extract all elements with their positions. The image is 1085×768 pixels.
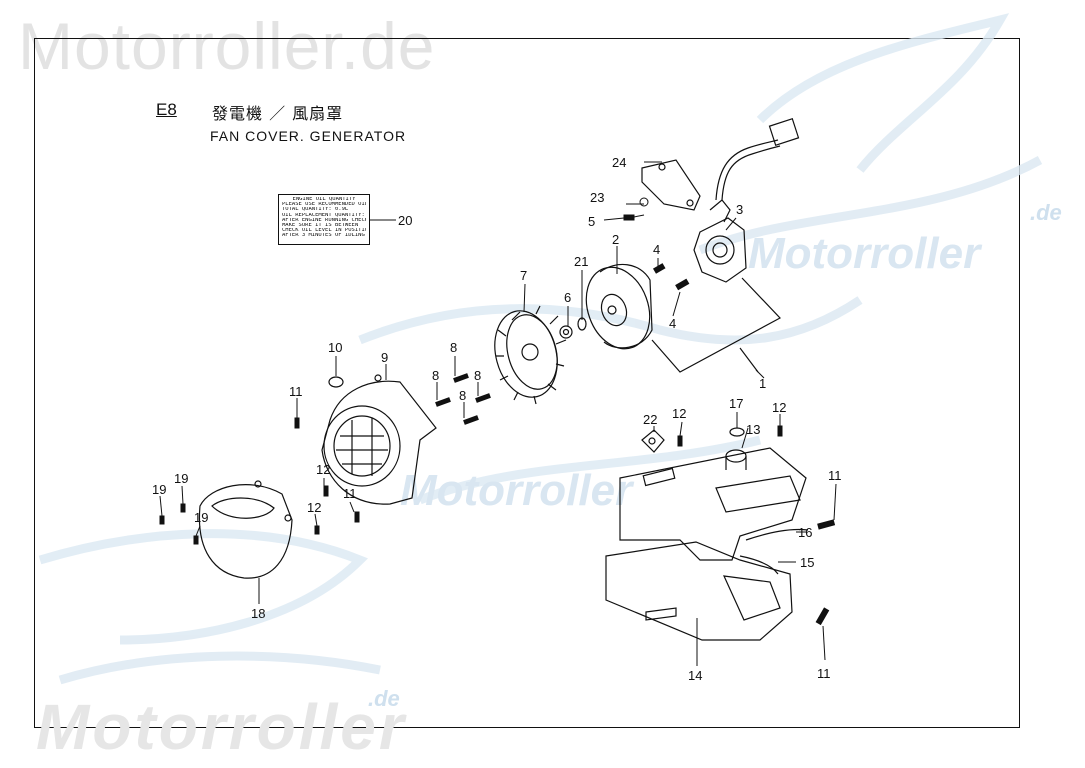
cooling-fan-part bbox=[494, 305, 567, 405]
callout-number: 22 bbox=[643, 412, 657, 427]
screw-part bbox=[777, 425, 783, 437]
watermark-side: Motorroller bbox=[748, 229, 983, 278]
watermark-bottom: Motorroller bbox=[36, 691, 407, 763]
diagram-frame bbox=[34, 38, 1020, 728]
bolt-part bbox=[453, 373, 469, 383]
callout-number: 6 bbox=[564, 290, 571, 305]
callout-number: 9 bbox=[381, 350, 388, 365]
callout-number: 4 bbox=[669, 316, 676, 331]
screw-part bbox=[323, 485, 329, 497]
watermark-top: Motorroller.de bbox=[18, 9, 436, 83]
callout-number: 8 bbox=[459, 388, 466, 403]
lower-shroud-part bbox=[605, 541, 793, 641]
callout-number: 12 bbox=[307, 500, 321, 515]
oil-label-line: TOTAL QUANTITY: 0.9L bbox=[282, 207, 349, 213]
screw-part bbox=[159, 515, 165, 525]
bolt-part bbox=[435, 397, 451, 407]
screw-part bbox=[677, 435, 683, 447]
callout-number: 10 bbox=[328, 340, 342, 355]
section-subtitle: FAN COVER. GENERATOR bbox=[210, 128, 407, 144]
callout-number: 21 bbox=[574, 254, 588, 269]
callout-number: 16 bbox=[798, 525, 812, 540]
callout-number: 8 bbox=[450, 340, 457, 355]
watermark-side-suffix: .de bbox=[1030, 200, 1062, 225]
callout-number: 12 bbox=[772, 400, 786, 415]
callout-number: 11 bbox=[343, 486, 357, 501]
watermark-swooshes bbox=[38, 13, 1043, 685]
callout-number: 13 bbox=[746, 422, 760, 437]
callout-number: 19 bbox=[152, 482, 166, 497]
screw-part bbox=[180, 503, 186, 513]
oil-label-line: OIL REPLACEMENT QUANTITY: 0.8L bbox=[282, 212, 366, 218]
bolt-part bbox=[623, 214, 645, 221]
bolt-part bbox=[475, 393, 491, 403]
washer-part bbox=[639, 197, 649, 207]
oil-label-line: AFTER ENGINE RUNNING CHECK OIL LEVEL bbox=[282, 217, 366, 223]
callout-number: 3 bbox=[736, 202, 743, 217]
callout-number: 19 bbox=[194, 510, 208, 525]
callout-number: 11 bbox=[817, 666, 831, 681]
callout-number: 19 bbox=[174, 471, 188, 486]
nut-part bbox=[559, 325, 573, 339]
screw-part bbox=[314, 525, 320, 535]
oil-label-line: ENGINE OIL QUANTITY bbox=[292, 197, 356, 202]
bolt-part bbox=[815, 607, 830, 626]
bracket-part bbox=[641, 159, 701, 211]
clamp-part bbox=[641, 429, 665, 453]
callout-number: 2 bbox=[612, 232, 619, 247]
watermark-mid: Motorroller bbox=[400, 466, 635, 515]
leader-lines bbox=[159, 161, 837, 666]
callout-number: 23 bbox=[590, 190, 604, 205]
oil-label-line: PLEASE USE RECOMMENDED OIL (SAE 10W40) bbox=[282, 202, 366, 208]
screw-part bbox=[294, 417, 300, 429]
callout-number: 8 bbox=[432, 368, 439, 383]
wire-clip-part bbox=[739, 528, 809, 575]
callout-number: 20 bbox=[398, 213, 412, 228]
callout-number: 14 bbox=[688, 668, 702, 683]
callout-number: 17 bbox=[729, 396, 743, 411]
watermark-bottom-suffix: .de bbox=[368, 686, 400, 711]
section-title-cn: 發電機 ／ 風扇罩 bbox=[212, 104, 344, 123]
screw-part bbox=[354, 511, 360, 523]
upper-shroud-part bbox=[619, 447, 807, 561]
assembly-group-line bbox=[651, 277, 781, 373]
callout-number: 5 bbox=[588, 214, 595, 229]
callout-number: 18 bbox=[251, 606, 265, 621]
ring-part bbox=[328, 376, 344, 388]
callout-number: 1 bbox=[759, 376, 766, 391]
callout-numbers: 1 2 3 4 4 5 6 7 8 8 8 8 9 10 11 11 11 11… bbox=[152, 155, 842, 683]
callout-number: 11 bbox=[828, 468, 842, 483]
grommet-part bbox=[729, 427, 745, 437]
callout-number: 8 bbox=[474, 368, 481, 383]
callout-number: 24 bbox=[612, 155, 626, 170]
fasteners bbox=[159, 197, 836, 626]
callout-number: 12 bbox=[316, 462, 330, 477]
screw-part bbox=[193, 535, 199, 545]
callout-number: 12 bbox=[672, 406, 686, 421]
callout-number: 4 bbox=[653, 242, 660, 257]
oil-label-line: CHECK OIL LEVEL IN POSITION OFF IGNITION bbox=[282, 228, 366, 234]
outer-cover-part bbox=[198, 480, 293, 579]
bolt-part bbox=[463, 415, 479, 425]
oil-label-card: ENGINE OIL QUANTITY PLEASE USE RECOMMEND… bbox=[278, 194, 370, 245]
oil-label-line: MAKE SURE IT IS BETWEEN bbox=[282, 223, 359, 229]
callout-number: 7 bbox=[520, 268, 527, 283]
fan-cover-part bbox=[321, 374, 437, 505]
oil-label-line: AFTER 3 MINUTES OF IDLING bbox=[282, 233, 365, 239]
bolt-part bbox=[675, 278, 690, 291]
bolt-part bbox=[652, 263, 666, 274]
flywheel-part bbox=[585, 263, 653, 350]
section-code: E8 bbox=[156, 100, 177, 119]
stator-part bbox=[693, 118, 800, 283]
callout-number: 11 bbox=[289, 384, 303, 399]
watermark-side-text: Motorroller Motorroller bbox=[400, 229, 983, 515]
callout-number: 15 bbox=[800, 555, 814, 570]
bolt-part bbox=[817, 519, 836, 530]
